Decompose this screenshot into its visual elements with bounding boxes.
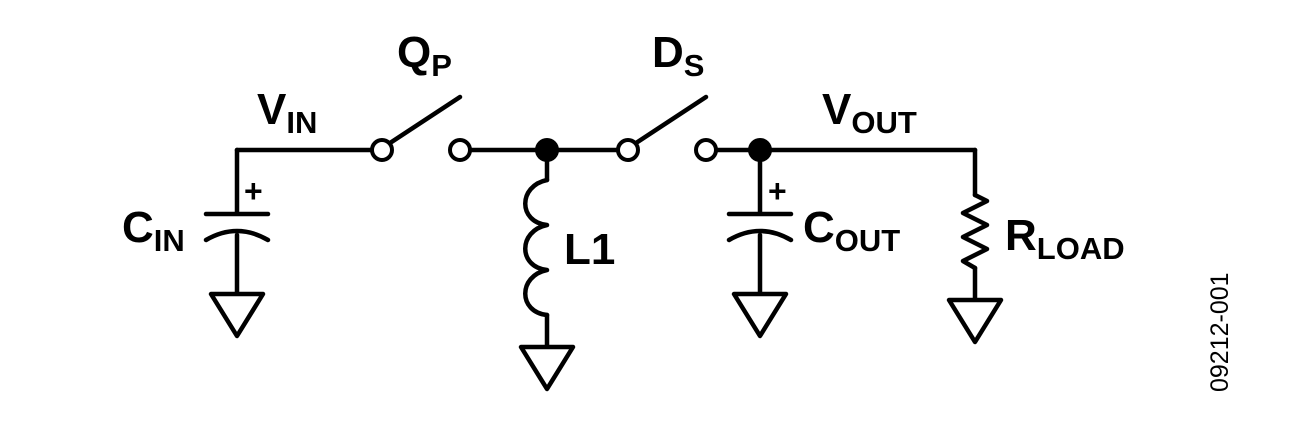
qp-blade — [387, 94, 463, 146]
rload-resistor — [960, 192, 990, 271]
l1-label: L1 — [564, 225, 615, 274]
qp-pin-left — [370, 138, 394, 162]
junction-dot-cout — [748, 138, 772, 162]
rload-label: RLOAD — [1005, 211, 1125, 266]
qp-pin-right — [448, 138, 472, 162]
cout-label: COUT — [803, 203, 900, 258]
figure-id: 09212-001 — [1206, 272, 1234, 392]
cout-plate-curved — [726, 228, 794, 243]
ground-symbol-l1 — [518, 344, 576, 392]
ground-symbol-cin — [208, 291, 266, 339]
vout-label: VOUT — [822, 85, 917, 140]
ground-symbol-cout — [731, 291, 789, 339]
cin-label: CIN — [122, 203, 185, 258]
cin-plus-sign: + — [244, 173, 263, 209]
grounds — [208, 291, 1004, 392]
vin-label: VIN — [257, 85, 317, 140]
cout-plus-sign: + — [768, 173, 787, 209]
ds-pin-left — [616, 138, 640, 162]
l1-inductor — [523, 177, 550, 318]
cin-capacitor — [203, 211, 271, 243]
cout-capacitor — [726, 211, 794, 243]
ds-switch — [616, 94, 718, 162]
ds-blade — [633, 94, 709, 146]
qp-label: QP — [397, 28, 452, 83]
cin-plate-curved — [203, 228, 271, 243]
qp-switch — [370, 94, 472, 162]
junction-dot-l1 — [535, 138, 559, 162]
ground-symbol-rload — [946, 297, 1004, 345]
ds-label: DS — [652, 28, 704, 83]
ds-pin-right — [694, 138, 718, 162]
